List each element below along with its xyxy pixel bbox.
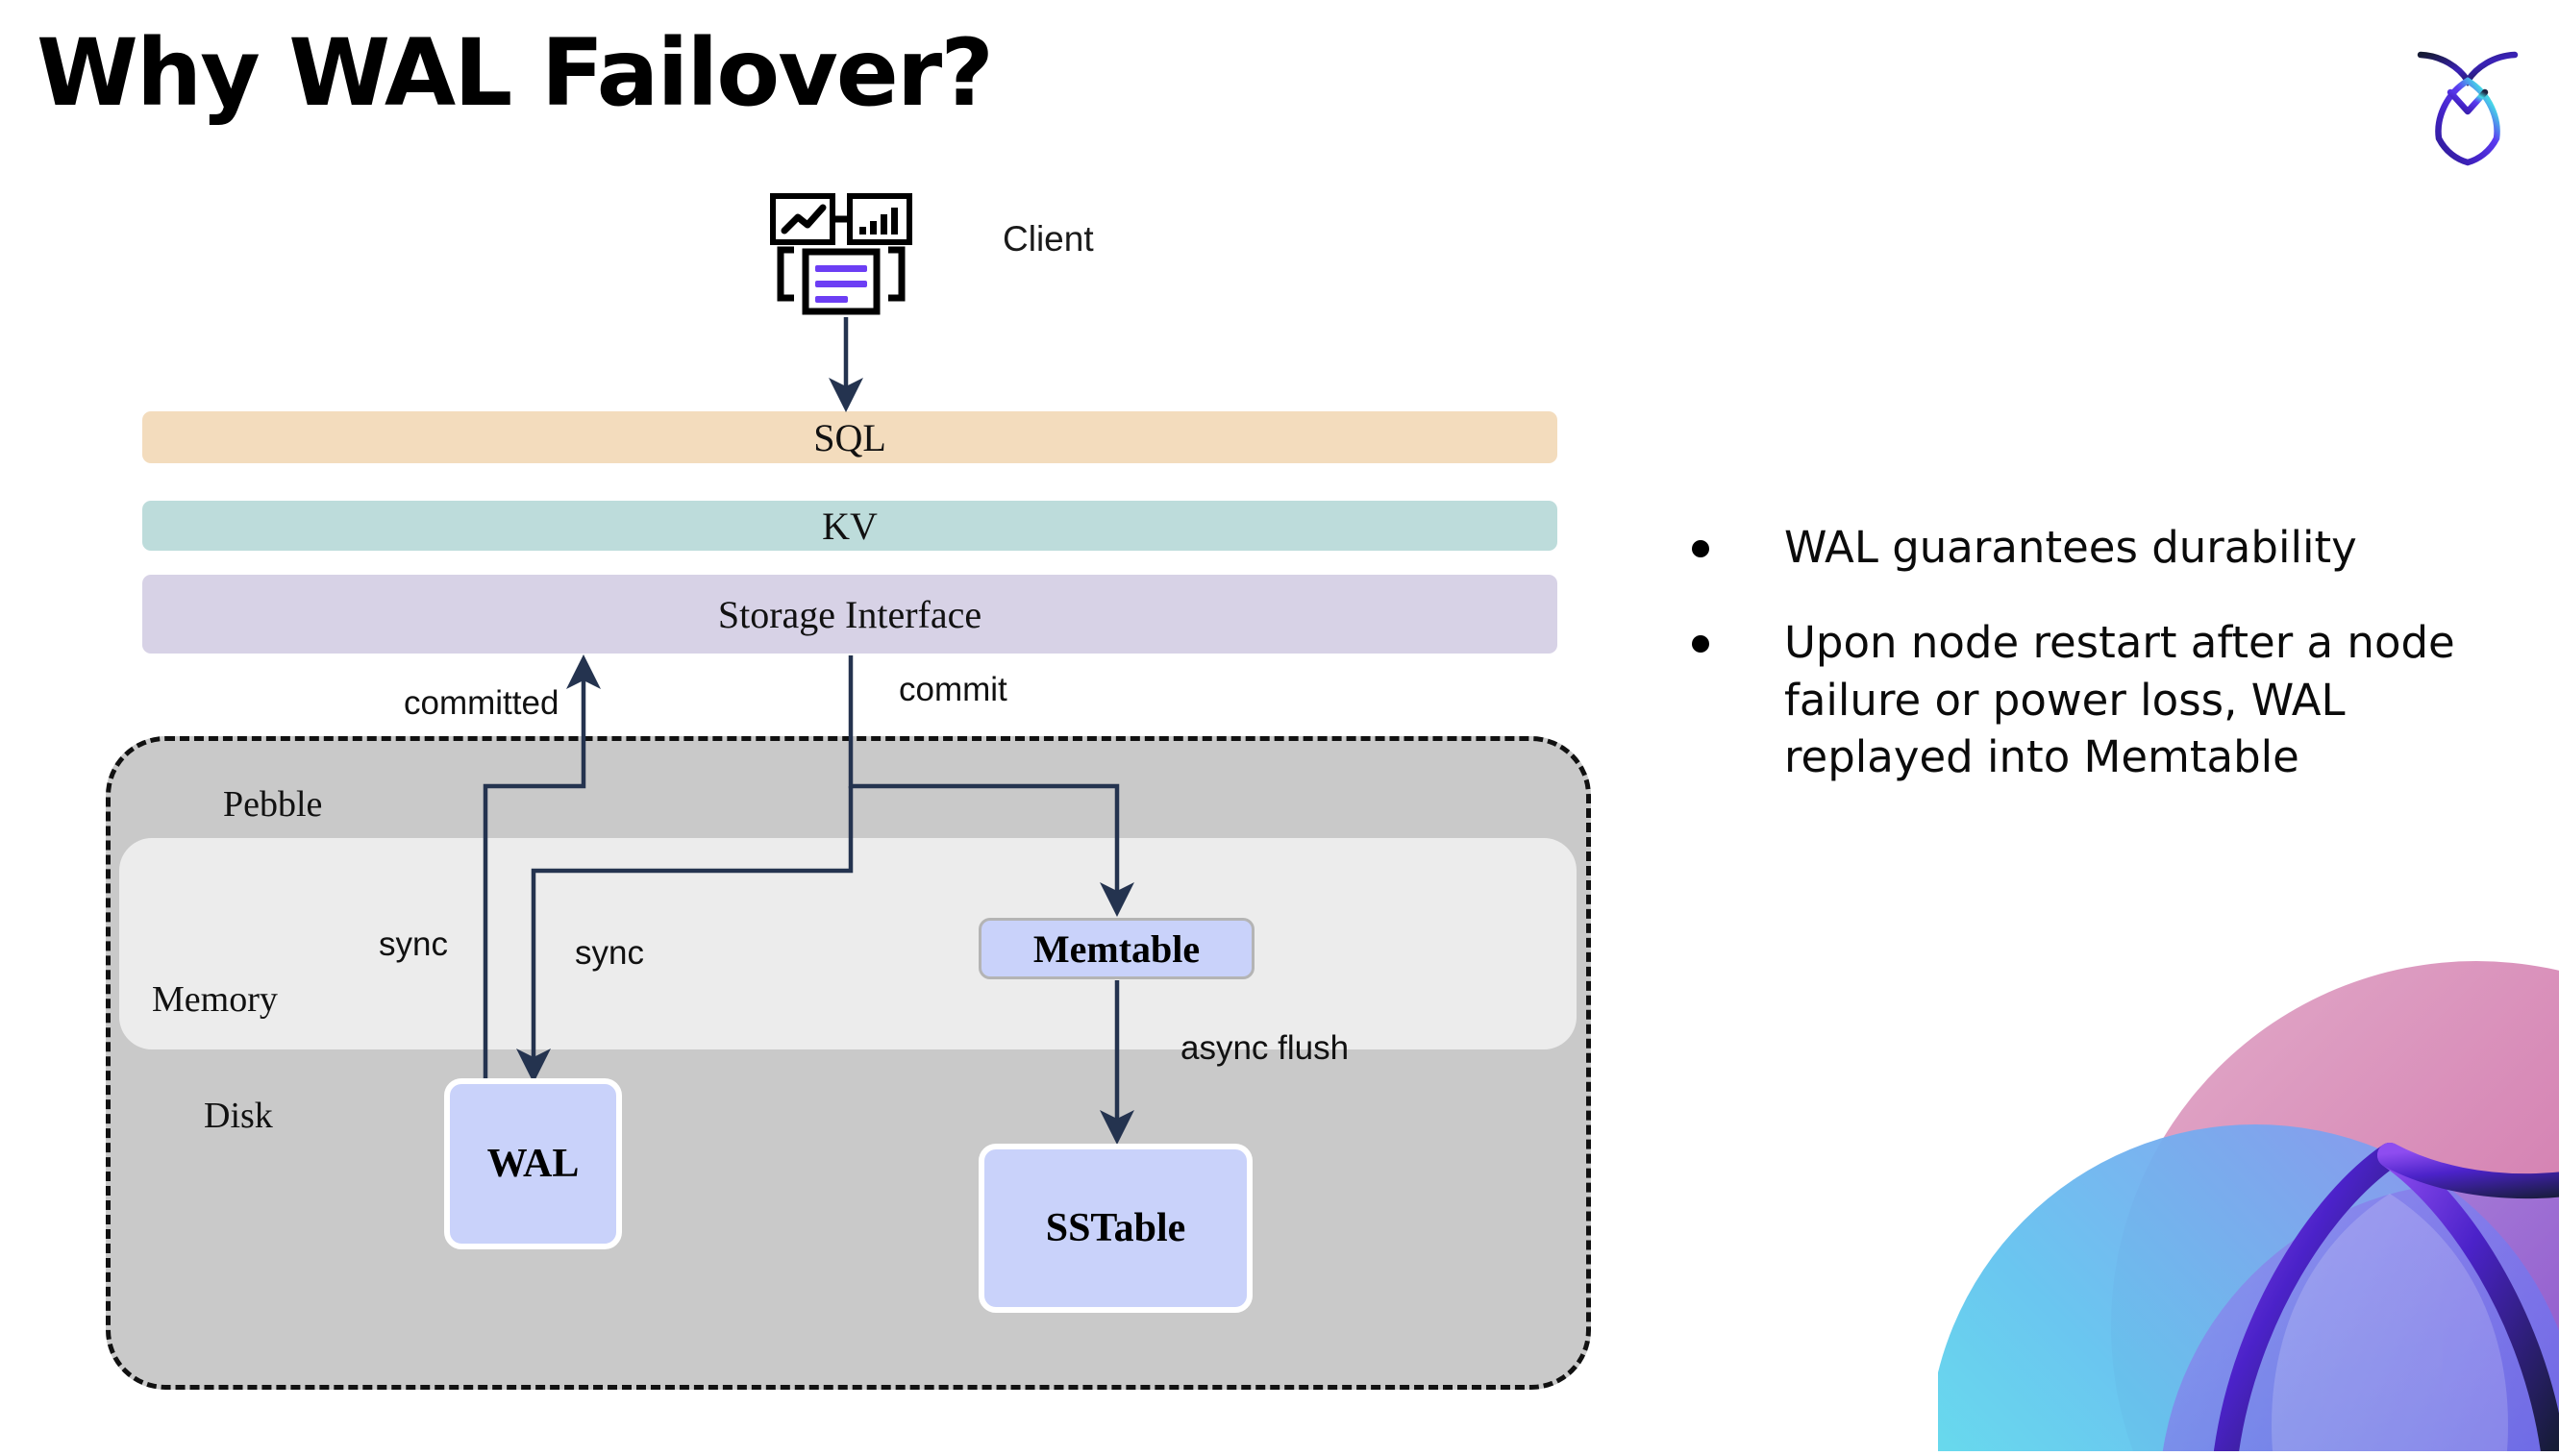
node-wal-label: WAL [486,1142,580,1186]
layer-kv-label: KV [822,504,878,548]
layer-sql-label: SQL [813,415,886,459]
bullet-text: WAL guarantees durability [1784,522,2357,573]
list-item: WAL guarantees durability [1692,519,2499,576]
node-memtable-label: Memtable [1032,926,1201,971]
bullet-dot-icon [1692,635,1709,654]
architecture-diagram: Client SQL KV Storage Interface Pebble M… [106,192,1591,1390]
edge-label-async-flush: async flush [1180,1029,1350,1067]
layer-sql: SQL [142,411,1557,463]
node-sstable[interactable]: SSTable [979,1144,1253,1313]
bullet-list: WAL guarantees durability Upon node rest… [1692,519,2499,825]
client-label: Client [1003,219,1094,259]
layer-kv: KV [142,501,1557,551]
node-sstable-label: SSTable [1045,1206,1186,1250]
memory-label: Memory [152,979,278,1020]
bullet-dot-icon [1692,540,1709,557]
layer-storage-label: Storage Interface [717,592,982,636]
disk-label: Disk [204,1096,273,1136]
cockroachdb-gradient-art-icon [1938,913,2559,1451]
node-wal[interactable]: WAL [444,1078,622,1249]
edge-label-sync-right: sync [575,934,644,972]
node-memtable[interactable]: Memtable [979,918,1255,979]
diagram-connectors [483,317,1134,1145]
layer-storage-interface: Storage Interface [142,575,1557,654]
list-item: Upon node restart after a node failure o… [1692,614,2499,785]
client-dashboard-icon [769,192,923,317]
page-title: Why WAL Failover? [37,19,994,127]
bullet-text: Upon node restart after a node failure o… [1784,617,2455,783]
memory-zone [119,838,1577,1049]
edge-label-commit: commit [899,671,1007,708]
edge-label-committed: committed [404,684,559,722]
pebble-label: Pebble [223,784,323,825]
edge-label-sync-left: sync [379,925,448,963]
cockroachdb-logo-icon [2396,31,2540,175]
